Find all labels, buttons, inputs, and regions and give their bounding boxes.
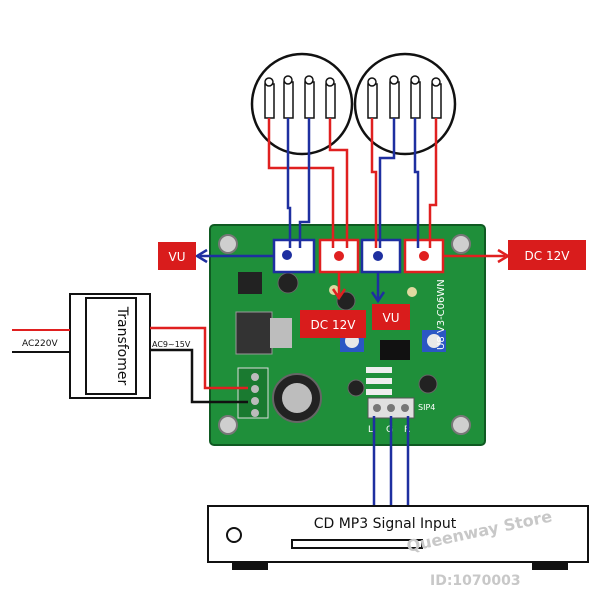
ac-input-wires — [12, 329, 70, 353]
pin-l-label: L — [368, 425, 373, 435]
pin-g-label: G — [386, 425, 393, 435]
signal-wires — [372, 416, 410, 506]
sip-label: SIP4 — [418, 403, 435, 412]
label-vu-left: VU — [158, 242, 196, 270]
svg-text:DC 12V: DC 12V — [311, 318, 357, 332]
ac-output-wires — [150, 326, 248, 404]
connector-boxes — [272, 238, 445, 274]
tube-wires — [267, 118, 438, 248]
svg-text:VU: VU — [169, 250, 186, 264]
svg-text:DC 12V: DC 12V — [525, 249, 571, 263]
label-vu-center: VU — [372, 304, 410, 330]
svg-text:VU: VU — [383, 311, 400, 325]
transformer-label: Transfomer — [114, 306, 130, 386]
label-dc-right: DC 12V — [508, 240, 586, 270]
board-mark: U8 V3-C06WN — [436, 279, 447, 350]
signal-input-label: CD MP3 Signal Input — [314, 516, 457, 532]
ac-out-label: AC9~15V — [152, 340, 191, 349]
ac-in-label: AC220V — [22, 339, 58, 349]
transformer: Transfomer — [69, 293, 151, 399]
tube-left — [250, 52, 354, 156]
label-dc-center: DC 12V — [300, 310, 366, 338]
watermark-id: ID:1070003 — [430, 573, 521, 589]
label-wires — [194, 248, 511, 304]
tube-right — [353, 52, 457, 156]
cd-mp3-player: CD MP3 Signal Input — [207, 505, 589, 570]
